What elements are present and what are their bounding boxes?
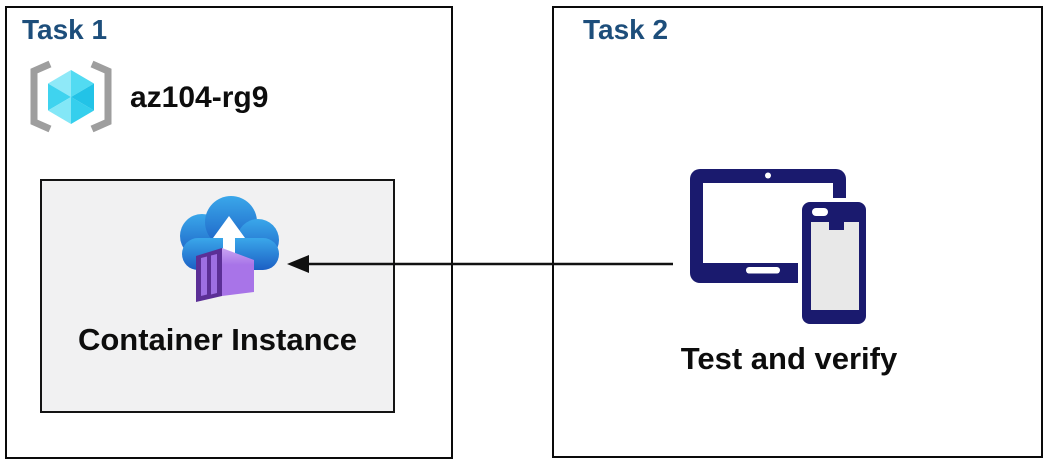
tablet-frame-overlap xyxy=(829,202,844,230)
cube-glyph xyxy=(48,70,94,124)
upload-arrow-icon xyxy=(213,216,245,262)
container-instance-icon xyxy=(180,196,279,302)
container-box-glyph xyxy=(196,248,254,302)
tablet-camera-dot xyxy=(765,172,771,179)
phone-icon xyxy=(798,198,870,328)
task1-title: Task 1 xyxy=(22,14,108,45)
devices-icon xyxy=(690,169,870,328)
tablet-home-bar xyxy=(746,267,780,274)
resource-group-icon xyxy=(30,60,112,133)
container-instance-label: Container Instance xyxy=(77,322,358,357)
phone-speaker-slot xyxy=(812,208,828,216)
resource-group-name: az104-rg9 xyxy=(130,81,269,114)
task2-title: Task 2 xyxy=(583,14,669,45)
test-and-verify-label: Test and verify xyxy=(680,341,898,376)
